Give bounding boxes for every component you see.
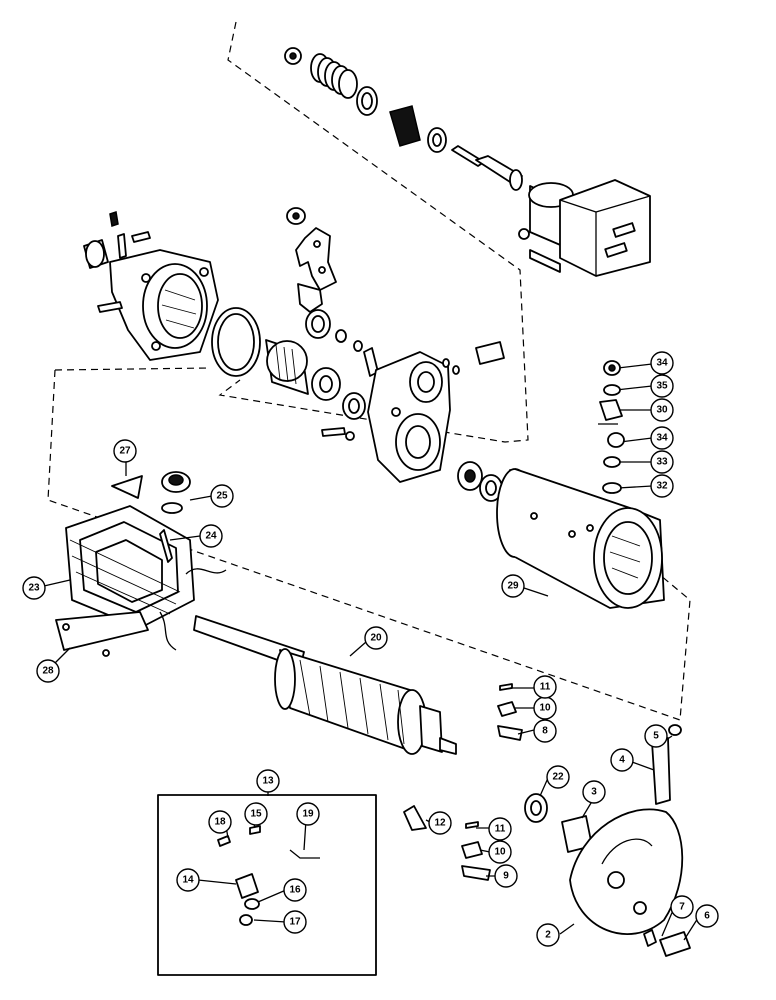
svg-text:16: 16 [289, 885, 301, 896]
callout-32: 32 [650, 474, 674, 498]
field-coil-assembly [55, 505, 227, 657]
svg-text:18: 18 [214, 817, 226, 828]
plunger-spring [310, 53, 358, 99]
svg-text:13: 13 [262, 776, 274, 787]
callout-13: 13 [256, 769, 280, 793]
svg-text:27: 27 [119, 446, 131, 457]
callout-10b: 10 [488, 840, 512, 864]
callout-19: 19 [296, 802, 320, 826]
svg-text:11: 11 [540, 682, 551, 693]
callout-34b: 34 [650, 426, 674, 450]
callout-23: 23 [22, 576, 46, 600]
svg-text:23: 23 [28, 583, 40, 594]
svg-text:5: 5 [653, 731, 659, 742]
svg-text:2: 2 [545, 930, 551, 941]
svg-text:24: 24 [205, 531, 217, 542]
callout-34: 34 [650, 351, 674, 375]
armature [193, 615, 457, 755]
callout-28: 28 [36, 659, 60, 683]
svg-text:11: 11 [495, 824, 506, 835]
svg-text:34: 34 [656, 358, 668, 369]
callout-11b: 11 [488, 817, 512, 841]
callout-18: 18 [208, 810, 232, 834]
svg-text:17: 17 [289, 917, 301, 928]
svg-text:12: 12 [434, 818, 446, 829]
callout-12: 12 [428, 811, 452, 835]
end-frame-group [321, 341, 505, 502]
callout-35: 35 [650, 374, 674, 398]
svg-text:8: 8 [542, 726, 548, 737]
terminal-stack [599, 360, 625, 494]
callout-27: 27 [113, 439, 137, 463]
brush-hardware [403, 683, 523, 881]
svg-text:3: 3 [591, 787, 597, 798]
svg-text:4: 4 [619, 755, 625, 766]
callout-29: 29 [501, 574, 525, 598]
end-plate-group [524, 724, 691, 957]
callout-25: 25 [210, 484, 234, 508]
left-return-outline [54, 367, 211, 371]
callout-24: 24 [199, 524, 223, 548]
callout-2: 2 [536, 923, 560, 947]
shift-lever-group [286, 207, 337, 313]
callout-20: 20 [364, 626, 388, 650]
svg-text:35: 35 [656, 381, 668, 392]
svg-text:6: 6 [704, 911, 710, 922]
solenoid-body [518, 179, 651, 277]
lower-assembly-outline [47, 369, 691, 721]
drive-housing-group [83, 211, 261, 377]
svg-text:34: 34 [656, 433, 668, 444]
upper-assembly-outline [218, 21, 529, 443]
callout-6: 6 [695, 904, 719, 928]
callout-11: 11 [533, 675, 557, 699]
svg-text:30: 30 [656, 405, 668, 416]
callout-33: 33 [650, 450, 674, 474]
callout-10: 10 [533, 696, 557, 720]
svg-text:9: 9 [503, 871, 509, 882]
callout-7: 7 [670, 895, 694, 919]
svg-text:15: 15 [250, 809, 262, 820]
svg-text:28: 28 [42, 666, 54, 677]
svg-text:10: 10 [539, 703, 551, 714]
callout-labels: 2 3 4 5 6 7 8 9 10 10 11 11 12 13 14 15 … [22, 351, 719, 947]
svg-text:14: 14 [182, 875, 194, 886]
svg-text:33: 33 [656, 457, 668, 468]
callout-8: 8 [533, 719, 557, 743]
svg-text:25: 25 [216, 491, 228, 502]
callout-16: 16 [283, 878, 307, 902]
svg-text:20: 20 [370, 633, 382, 644]
callout-3: 3 [582, 780, 606, 804]
callout-9: 9 [494, 864, 518, 888]
svg-text:32: 32 [656, 481, 668, 492]
svg-text:22: 22 [552, 772, 564, 783]
svg-text:7: 7 [679, 902, 685, 913]
svg-text:29: 29 [507, 581, 519, 592]
svg-text:19: 19 [302, 809, 314, 820]
pinion-clutch-group [265, 309, 379, 420]
terminal-hardware [111, 471, 191, 514]
solenoid-group [284, 47, 651, 277]
callout-5: 5 [644, 724, 668, 748]
callout-17: 17 [283, 910, 307, 934]
callout-22: 22 [546, 765, 570, 789]
svg-text:10: 10 [494, 847, 506, 858]
field-frame [496, 468, 665, 609]
callout-4: 4 [610, 748, 634, 772]
callout-15: 15 [244, 802, 268, 826]
callout-30: 30 [650, 398, 674, 422]
callout-14: 14 [176, 868, 200, 892]
